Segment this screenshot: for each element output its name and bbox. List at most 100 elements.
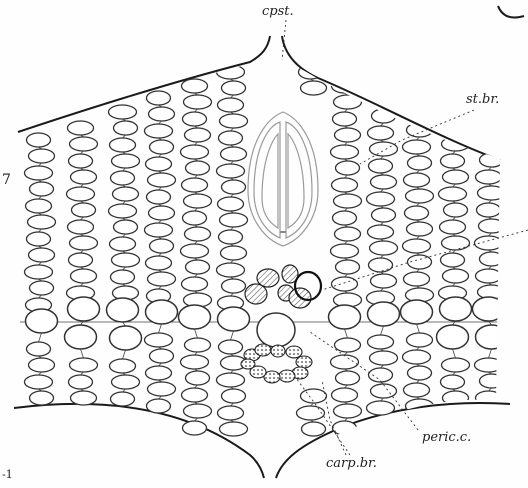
corner-fragment xyxy=(498,6,524,18)
tissue-cell xyxy=(148,272,176,286)
tissue-cell xyxy=(149,107,175,121)
tissue-cell xyxy=(336,260,360,274)
tissue-cell xyxy=(371,274,397,288)
tissue-cell xyxy=(30,281,54,295)
tissue-cell xyxy=(222,279,246,293)
label-corner-mark: ‑1 xyxy=(2,468,13,481)
tissue-cell xyxy=(222,81,246,95)
tissue-cell xyxy=(367,192,395,206)
tissue-cell xyxy=(219,340,243,354)
tissue-cell xyxy=(368,225,394,239)
tissue-cell xyxy=(302,422,326,436)
tissue-cell xyxy=(69,375,93,389)
tissue-cell xyxy=(111,270,135,284)
tissue-cell xyxy=(182,277,208,291)
tissue-cell xyxy=(404,173,430,187)
tissue-cell xyxy=(332,178,358,192)
tissue-cell xyxy=(112,375,140,389)
tissue-cell xyxy=(217,164,245,178)
tissue-cell xyxy=(68,220,94,234)
tissue-cell xyxy=(71,391,97,405)
tissue-cell xyxy=(186,260,210,274)
tissue-cell xyxy=(442,358,470,372)
tissue-cell xyxy=(150,140,174,154)
label-st-br: st.br. xyxy=(466,92,499,107)
tissue-cell xyxy=(404,272,430,286)
tissue-cell xyxy=(222,180,246,194)
tissue-cell xyxy=(145,124,173,138)
tissue-cell xyxy=(441,375,465,389)
label-carp-br: carp.br. xyxy=(326,456,377,471)
tissue-cell xyxy=(184,95,212,109)
tissue-cell xyxy=(221,246,247,260)
tissue-cell xyxy=(336,161,360,175)
tissue-cell xyxy=(403,350,431,364)
tissue-cell xyxy=(220,422,248,436)
tissue-cell xyxy=(329,305,361,329)
tissue-cell xyxy=(68,297,100,321)
tissue-cell xyxy=(30,391,54,405)
tissue-cell xyxy=(333,421,357,435)
tissue-cell xyxy=(27,342,51,356)
tissue-cell xyxy=(437,325,469,349)
tissue-cell xyxy=(370,351,398,365)
tissue-cell xyxy=(479,219,505,233)
tissue-cell xyxy=(113,187,139,201)
tissue-cell xyxy=(475,358,503,372)
tissue-cell xyxy=(335,128,361,142)
tissue-cell xyxy=(70,358,98,372)
tissue-cell xyxy=(30,182,54,196)
tissue-cell xyxy=(331,355,359,369)
tissue-cell xyxy=(331,145,359,159)
tissue-cell xyxy=(150,239,174,253)
tissue-cell xyxy=(29,248,55,262)
tissue-cell xyxy=(148,173,176,187)
tissue-cell xyxy=(67,187,95,201)
tissue-cell xyxy=(334,194,362,208)
tissue-cell xyxy=(480,153,504,167)
tissue-cell xyxy=(111,392,135,406)
tissue-cell xyxy=(408,156,432,170)
tissue-cell xyxy=(185,338,211,352)
tissue-cell xyxy=(442,137,470,151)
carp-br-ring xyxy=(241,344,312,383)
tissue-cell xyxy=(476,325,508,349)
tissue-cell xyxy=(439,187,467,201)
tissue-cell xyxy=(444,203,468,217)
tissue-cell xyxy=(146,157,172,171)
tissue-cell xyxy=(301,81,327,95)
tissue-cell xyxy=(403,239,431,253)
tissue-cell xyxy=(28,215,56,229)
tissue-cell xyxy=(150,349,174,363)
tissue-cell xyxy=(72,203,96,217)
tissue-cell xyxy=(107,298,139,322)
tissue-cell xyxy=(218,98,244,112)
tissue-cell xyxy=(183,112,207,126)
tissue-cell xyxy=(147,399,171,413)
tissue-cell xyxy=(480,374,504,388)
tissue-cell xyxy=(219,230,243,244)
tissue-cell xyxy=(25,166,53,180)
tissue-cell xyxy=(181,355,209,369)
tissue-cell xyxy=(147,91,171,105)
tissue-cell xyxy=(335,227,361,241)
tissue-cell xyxy=(480,252,504,266)
tissue-cell xyxy=(369,368,393,382)
tissue-cell xyxy=(333,112,357,126)
tissue-cell xyxy=(186,371,210,385)
tissue-cell xyxy=(403,140,431,154)
tissue-cell xyxy=(370,241,398,255)
tissue-cell xyxy=(183,421,207,435)
tissue-cell xyxy=(70,137,98,151)
tissue-cell xyxy=(222,389,246,403)
tissue-cell xyxy=(146,300,178,324)
tissue-cell xyxy=(440,220,466,234)
tissue-cell xyxy=(371,384,397,398)
tissue-cell xyxy=(110,138,136,152)
tissue-cell xyxy=(111,171,135,185)
tissue-cell xyxy=(71,269,97,283)
tissue-cell xyxy=(112,154,140,168)
tissue-cell xyxy=(181,145,209,159)
central-stalk xyxy=(248,112,318,246)
